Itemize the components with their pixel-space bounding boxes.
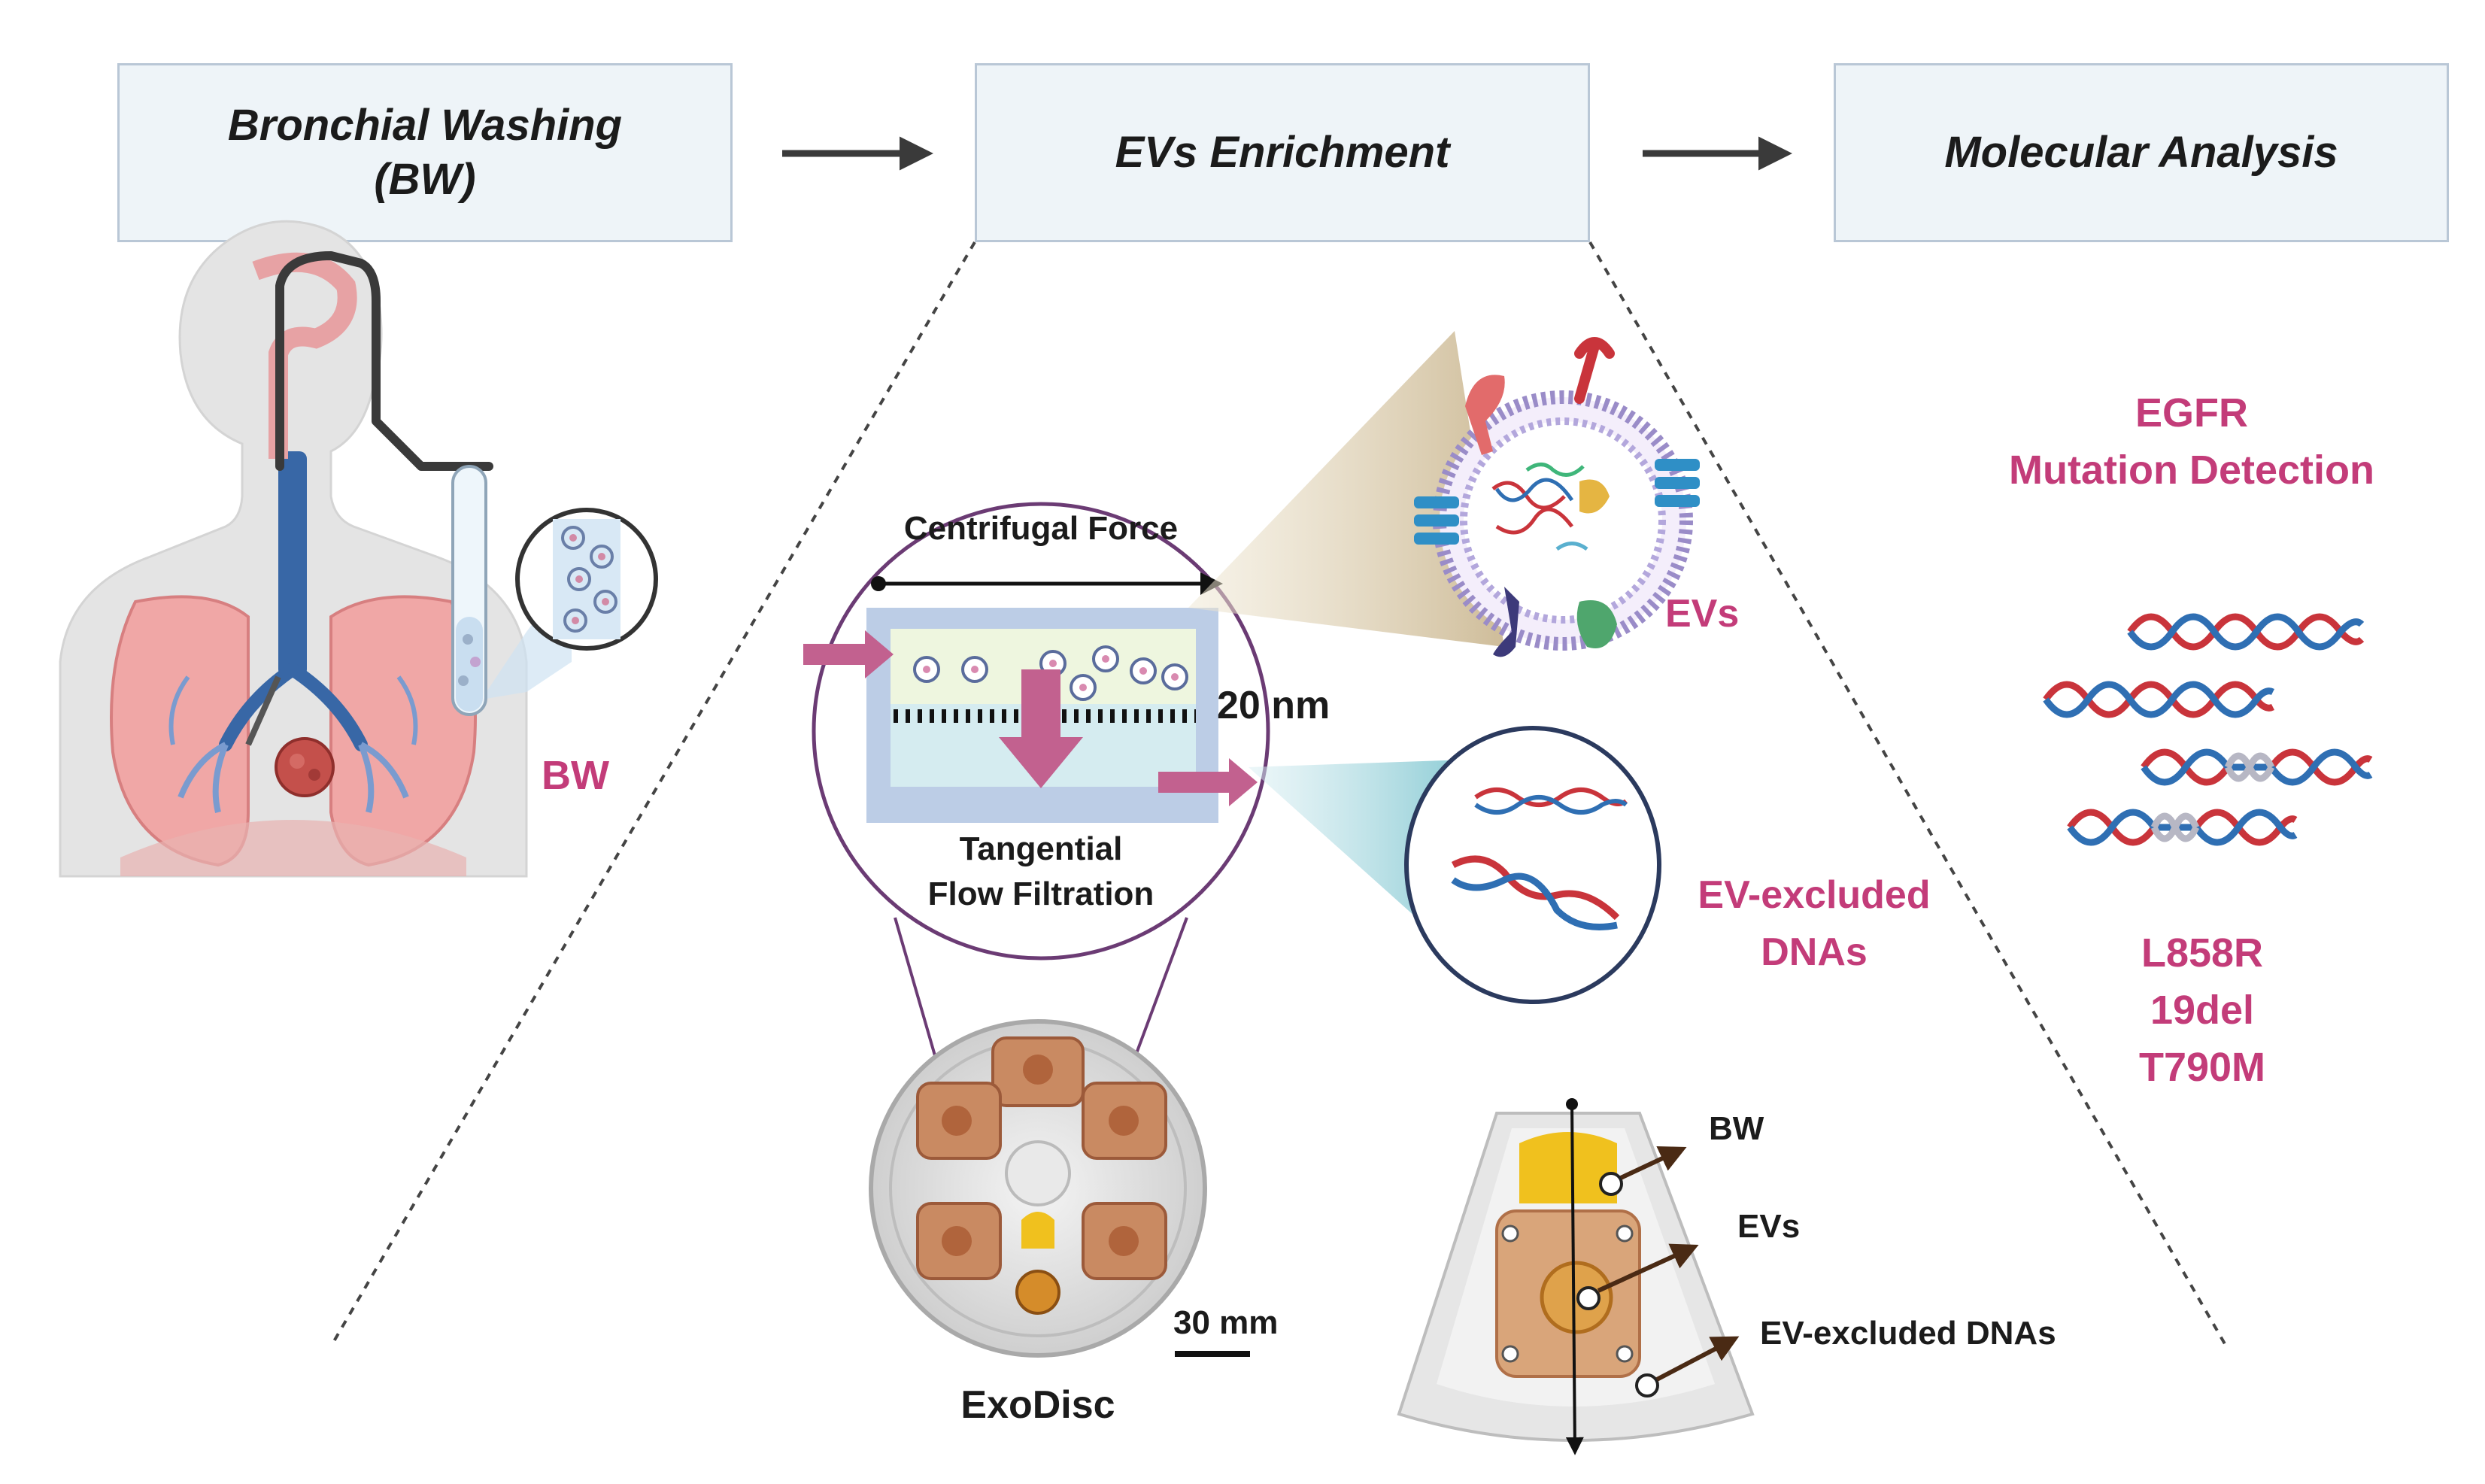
step-box-evs-enrichment: EVs Enrichment [975,63,1590,242]
chamber-label-bw: BW [1709,1110,1764,1147]
dna-helix-4 [2067,809,2298,846]
sample-tube-illustration [451,465,658,716]
scale-bar-label: 30 mm [1173,1304,1279,1341]
filtration-magnifier [803,502,1270,1340]
step-subtitle: (BW) [374,155,476,204]
dna-helix-3 [2141,748,2373,786]
zoom-dashed-lines [329,241,2228,1348]
evs-label: EVs [1665,592,1740,636]
ev-vesicle-illustration [1414,337,1700,657]
mutation-l858r: L858R [2141,930,2264,976]
step-title: EVs Enrichment [1115,127,1450,177]
flow-filtration-label: Flow Filtration [927,876,1155,912]
chamber-photo [1397,1098,1755,1455]
exodisc-label: ExoDisc [960,1383,1115,1427]
ev-excluded-label: EV-excluded [1698,873,1931,917]
mutation-19del: 19del [2150,988,2255,1033]
step-box-bronchial-washing: Bronchial Washing (BW) [117,63,733,242]
step-box-molecular-analysis: Molecular Analysis [1834,63,2449,242]
pore-size-label: 20 nm [1217,684,1330,727]
step-title: Molecular Analysis [1944,127,2338,177]
bw-sample-label: BW [542,753,609,798]
dna-helix-2 [2043,681,2275,718]
mutation-t790m: T790M [2138,1045,2266,1090]
human-lungs-illustration [59,220,528,878]
step-title: Bronchial Washing [227,100,623,150]
tangential-label: Tangential [959,830,1123,867]
excluded-dna-illustration [1404,726,1661,1004]
mutation-detection-title: Mutation Detection [2009,448,2374,493]
chamber-label-evs: EVs [1737,1208,1801,1245]
ev-zoom-beam [1188,331,1504,647]
exodisc-photo [869,1019,1250,1358]
egfr-title: EGFR [2135,390,2249,435]
centrifugal-force-label: Centrifugal Force [903,510,1179,547]
dna-helix-1 [2127,613,2365,651]
dnas-label: DNAs [1761,930,1868,974]
chamber-label-excluded-dnas: EV-excluded DNAs [1760,1315,2056,1352]
